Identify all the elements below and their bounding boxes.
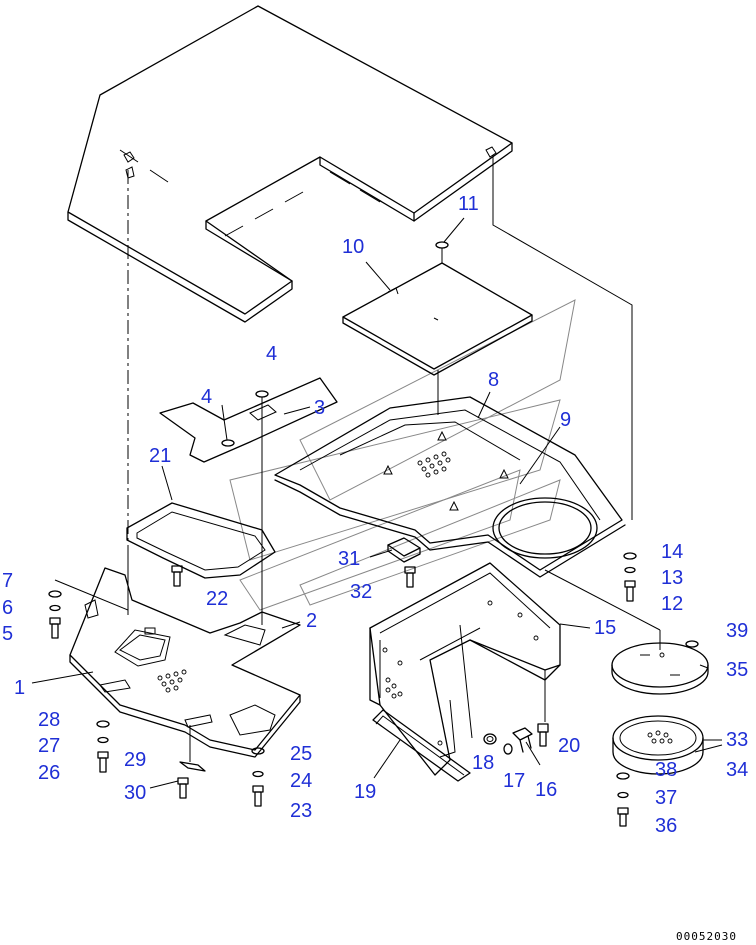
- callout-3: 3: [314, 397, 325, 419]
- callout-38: 38: [655, 759, 677, 781]
- callout-1: 1: [14, 677, 25, 699]
- fastener-stack-36-37-38: [616, 772, 630, 827]
- cover-holes: [382, 600, 539, 746]
- callout-8: 8: [488, 369, 499, 391]
- cushion-part-33: [612, 715, 704, 775]
- callout-13: 13: [661, 567, 683, 589]
- seal-part-19: [372, 709, 471, 782]
- callout-4-lower: 4: [201, 386, 212, 408]
- callout-10: 10: [342, 236, 364, 258]
- bracket-part-31: [387, 537, 421, 563]
- callout-2: 2: [306, 610, 317, 632]
- floor-mat: [67, 5, 513, 323]
- clip-part-29: [179, 725, 206, 772]
- fastener-stack-26-27-28: [96, 720, 110, 773]
- gasket-part-21: [126, 502, 276, 579]
- callout-26: 26: [38, 762, 60, 784]
- cover-part-15: [369, 562, 561, 776]
- callout-6: 6: [2, 597, 13, 619]
- nut-part-18: [483, 733, 497, 745]
- washer-part-4: [255, 390, 269, 412]
- callout-20: 20: [558, 735, 580, 757]
- bolt-part-32: [404, 566, 416, 588]
- bolt-part-22: [171, 565, 183, 587]
- plate-part-10: [342, 262, 533, 376]
- callout-17: 17: [503, 770, 525, 792]
- callout-37: 37: [655, 787, 677, 809]
- callout-29: 29: [124, 749, 146, 771]
- callout-31: 31: [338, 548, 360, 570]
- callout-21: 21: [149, 445, 171, 467]
- callout-34: 34: [726, 759, 748, 781]
- watermark-logo: [229, 299, 576, 611]
- fastener-stack-5-6-7: [48, 590, 62, 639]
- callout-33: 33: [726, 729, 748, 751]
- callout-15: 15: [594, 617, 616, 639]
- callout-25: 25: [290, 743, 312, 765]
- fastener-stack-23-24-25: [251, 747, 265, 807]
- grommet-part-11: [435, 241, 449, 263]
- plate-part-3: [159, 377, 338, 463]
- bolt-part-16: [512, 727, 533, 753]
- document-code: 00052030: [676, 930, 737, 943]
- washer-part-17: [503, 743, 513, 755]
- leader-lines: [31, 217, 723, 789]
- callout-11: 11: [458, 193, 479, 215]
- plate-part-35: [611, 642, 709, 695]
- callout-18: 18: [472, 752, 494, 774]
- callout-24: 24: [290, 770, 312, 792]
- bolt-part-20: [537, 723, 549, 747]
- callout-12: 12: [661, 593, 683, 615]
- callout-9: 9: [560, 409, 571, 431]
- callout-19: 19: [354, 781, 376, 803]
- callout-28: 28: [38, 709, 60, 731]
- callout-36: 36: [655, 815, 677, 837]
- callout-30: 30: [124, 782, 146, 804]
- callout-22: 22: [206, 588, 228, 610]
- mat-clip-right: [485, 146, 497, 158]
- floor-plate-holes: [417, 451, 451, 478]
- callout-35: 35: [726, 659, 748, 681]
- callout-27: 27: [38, 735, 60, 757]
- callout-4-upper: 4: [266, 343, 277, 365]
- fastener-stack-12-13-14: [623, 552, 637, 602]
- callout-5: 5: [2, 623, 13, 645]
- main-plate-part-1: [69, 567, 301, 758]
- bolt-part-30: [177, 777, 189, 799]
- cap-part-39: [685, 640, 699, 648]
- callout-39: 39: [726, 620, 748, 642]
- assembly-lines: [54, 155, 661, 739]
- mat-clip-left: [123, 151, 135, 179]
- cushion-holes: [647, 730, 673, 744]
- callout-32: 32: [350, 581, 372, 603]
- callout-14: 14: [661, 541, 683, 563]
- callout-7: 7: [2, 570, 13, 592]
- main-plate-holes: [157, 669, 187, 693]
- callouts: 1 2 3 4 4 5 6 7 8 9 10 11 12 13 14 15 16…: [2, 193, 748, 837]
- floor-plate-part-8: [274, 396, 626, 578]
- callout-16: 16: [535, 779, 557, 801]
- callout-23: 23: [290, 800, 312, 822]
